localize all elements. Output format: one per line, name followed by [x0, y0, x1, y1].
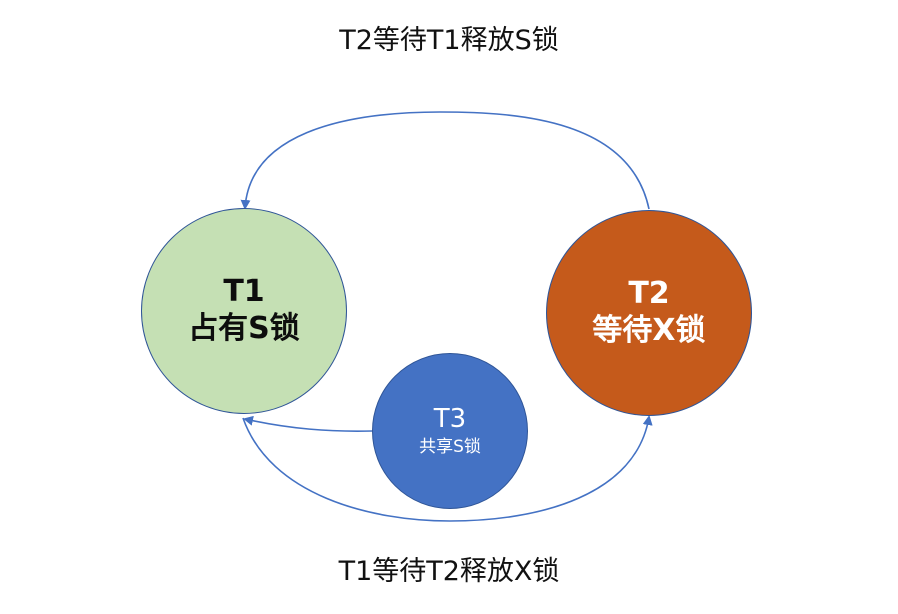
arrow-t3-to-t1 — [243, 415, 373, 432]
node-t3-name: T3 — [433, 404, 467, 434]
node-t2: T2 等待X锁 — [546, 210, 752, 416]
caption-top: T2等待T1释放S锁 — [339, 25, 559, 56]
caption-bottom: T1等待T2释放X锁 — [338, 556, 560, 587]
node-t3: T3 共享S锁 — [372, 353, 528, 509]
node-t1-desc: 占有S锁 — [188, 311, 300, 346]
arrow-t1-to-t2 — [242, 415, 653, 522]
node-t2-desc: 等待X锁 — [592, 313, 706, 348]
node-t1: T1 占有S锁 — [141, 208, 347, 414]
node-t3-desc: 共享S锁 — [419, 437, 481, 457]
node-t2-name: T2 — [628, 276, 670, 311]
arrow-t2-to-t1 — [240, 111, 650, 210]
node-t1-name: T1 — [223, 274, 265, 309]
